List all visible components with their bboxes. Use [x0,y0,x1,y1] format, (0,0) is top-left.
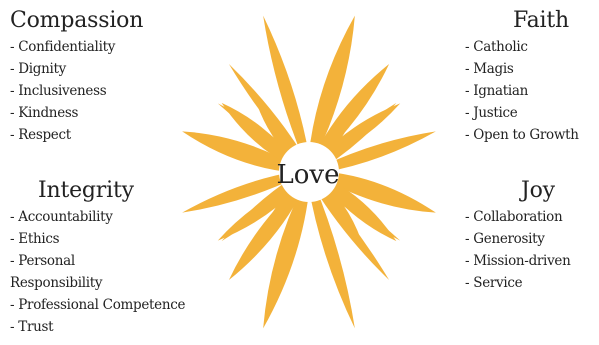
center-label-love: Love [268,160,348,190]
value-item: Confidentiality [10,36,143,58]
junction-dot [375,163,393,181]
quadrant-title-compassion: Compassion [10,8,143,34]
value-item: Respect [10,124,143,146]
quadrant-title-joy: Joy [521,178,571,204]
value-item: Service [465,272,571,294]
quadrant-title-faith: Faith [513,8,579,34]
value-item: Personal Responsibility [10,250,130,294]
value-item: Ignatian [465,80,579,102]
value-list-integrity: Accountability Ethics Personal Responsib… [10,206,185,338]
value-item: Catholic [465,36,579,58]
value-list-faith: Catholic Magis Ignatian Justice Open to … [465,36,579,146]
quadrant-title-integrity: Integrity [38,178,185,204]
value-item: Accountability [10,206,185,228]
value-item: Open to Growth [465,124,579,146]
value-list-compassion: Confidentiality Dignity Inclusiveness Ki… [10,36,143,146]
value-item: Trust [10,316,185,338]
value-item: Magis [465,58,579,80]
value-item: Kindness [10,102,143,124]
junction-dot [300,81,318,99]
value-list-joy: Collaboration Generosity Mission-driven … [465,206,571,294]
value-item: Professional Competence [10,294,185,316]
value-item: Inclusiveness [10,80,143,102]
quadrant-integrity: Integrity Accountability Ethics Personal… [10,178,185,338]
junction-dot [225,163,243,181]
junction-dot [300,245,318,263]
value-item: Collaboration [465,206,571,228]
quadrant-joy: Joy Collaboration Generosity Mission-dri… [465,178,571,294]
quadrant-faith: Faith Catholic Magis Ignatian Justice Op… [465,8,579,146]
value-item: Ethics [10,228,185,250]
value-item: Justice [465,102,579,124]
value-item: Generosity [465,228,571,250]
quadrant-compassion: Compassion Confidentiality Dignity Inclu… [10,8,143,146]
value-item: Mission-driven [465,250,571,272]
value-item: Dignity [10,58,143,80]
